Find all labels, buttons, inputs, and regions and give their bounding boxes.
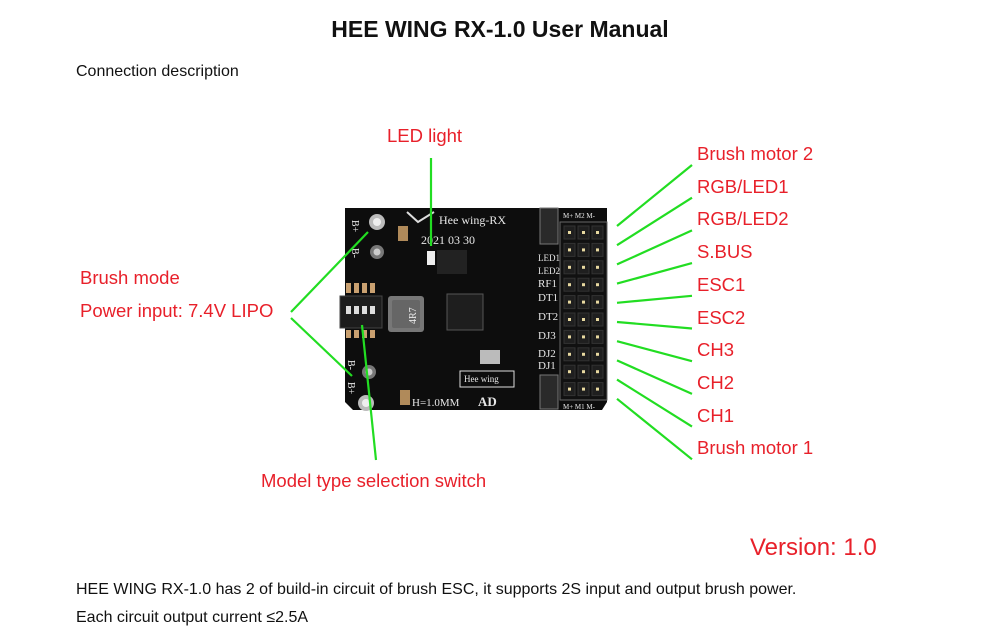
callout-power-input: Power input: 7.4V LIPO bbox=[80, 300, 274, 321]
leader-lines bbox=[290, 158, 693, 461]
leader-power-top bbox=[290, 231, 369, 313]
version-label: Version: 1.0 bbox=[750, 534, 877, 561]
callout-brush-mode: Brush mode bbox=[80, 267, 180, 288]
description-line-1: HEE WING RX-1.0 has 2 of build-in circui… bbox=[76, 581, 797, 598]
power-top-bplus: B+ bbox=[349, 220, 360, 233]
board-pin-label: LED2 bbox=[538, 266, 560, 276]
mcu-chip bbox=[446, 293, 484, 331]
callout-pin-9: Brush motor 1 bbox=[697, 437, 814, 459]
callout-pin-4: ESC1 bbox=[697, 273, 746, 295]
leader-pin-8 bbox=[616, 378, 693, 428]
board-pin-label: RF1 bbox=[538, 278, 557, 290]
leader-pin-5 bbox=[616, 320, 693, 330]
leader-power-bottom bbox=[290, 317, 353, 377]
crystal bbox=[480, 350, 500, 364]
callout-pin-7: CH2 bbox=[697, 371, 735, 393]
hee-wing-badge bbox=[459, 370, 515, 388]
document-title: HEE WING RX-1.0 User Manual bbox=[331, 16, 669, 42]
callout-pin-8: CH1 bbox=[697, 404, 735, 426]
callout-led-light: LED light bbox=[387, 125, 463, 146]
diode-top bbox=[539, 207, 559, 245]
leader-model-switch bbox=[360, 324, 378, 461]
header-top-silk: M+ M2 M- bbox=[563, 212, 596, 220]
description-line-2: Each circuit output current ≤2.5A bbox=[76, 609, 309, 626]
board-pin-label: DJ1 bbox=[538, 360, 556, 372]
leader-pin-2 bbox=[616, 229, 693, 266]
svg-text:Hee wing: Hee wing bbox=[464, 374, 499, 384]
board-pin-label: DT2 bbox=[538, 311, 558, 323]
power-top-bminus: B- bbox=[349, 248, 360, 258]
logo-silk: AD bbox=[478, 394, 497, 409]
diode-bottom bbox=[539, 374, 559, 410]
capacitor bbox=[398, 226, 408, 241]
leader-pin-4 bbox=[616, 294, 693, 304]
leader-pin-7 bbox=[616, 359, 693, 395]
callout-pin-3: S.BUS bbox=[697, 241, 753, 263]
callout-pin-6: CH3 bbox=[697, 339, 735, 361]
board-pin-label: DJ3 bbox=[538, 330, 556, 342]
leader-pin-0 bbox=[616, 164, 693, 227]
board-date-silk: 2021 03 30 bbox=[421, 233, 475, 247]
callout-pin-5: ESC2 bbox=[697, 306, 746, 328]
leader-pin-9 bbox=[616, 397, 693, 461]
leader-pin-3 bbox=[616, 262, 693, 285]
board-thickness-silk: H=1.0MM bbox=[412, 397, 460, 409]
callout-pin-1: RGB/LED1 bbox=[697, 175, 789, 197]
pcb-board: Hee wing-RX 2021 03 30 H=1.0MM AD 4R7 M+… bbox=[339, 207, 608, 411]
led-component bbox=[427, 251, 435, 265]
header-bottom-silk: M+ M1 M- bbox=[563, 403, 596, 411]
led-driver-chip bbox=[437, 250, 467, 274]
section-heading: Connection description bbox=[76, 63, 239, 80]
leader-pin-1 bbox=[616, 196, 693, 247]
power-bottom-bplus: B+ bbox=[345, 382, 356, 395]
callout-model-switch: Model type selection switch bbox=[261, 470, 487, 491]
board-pin-label: LED1 bbox=[538, 253, 560, 263]
capacitor bbox=[400, 390, 410, 405]
power-bottom-bminus: B- bbox=[345, 360, 356, 370]
inductor-silk: 4R7 bbox=[408, 307, 419, 324]
board-pin-label: DJ2 bbox=[538, 348, 556, 360]
leader-pin-6 bbox=[616, 340, 693, 363]
callout-pin-2: RGB/LED2 bbox=[697, 208, 789, 230]
board-name-silk: Hee wing-RX bbox=[439, 213, 506, 227]
callout-pin-0: Brush motor 2 bbox=[697, 143, 814, 164]
board-pin-label: DT1 bbox=[538, 292, 558, 304]
